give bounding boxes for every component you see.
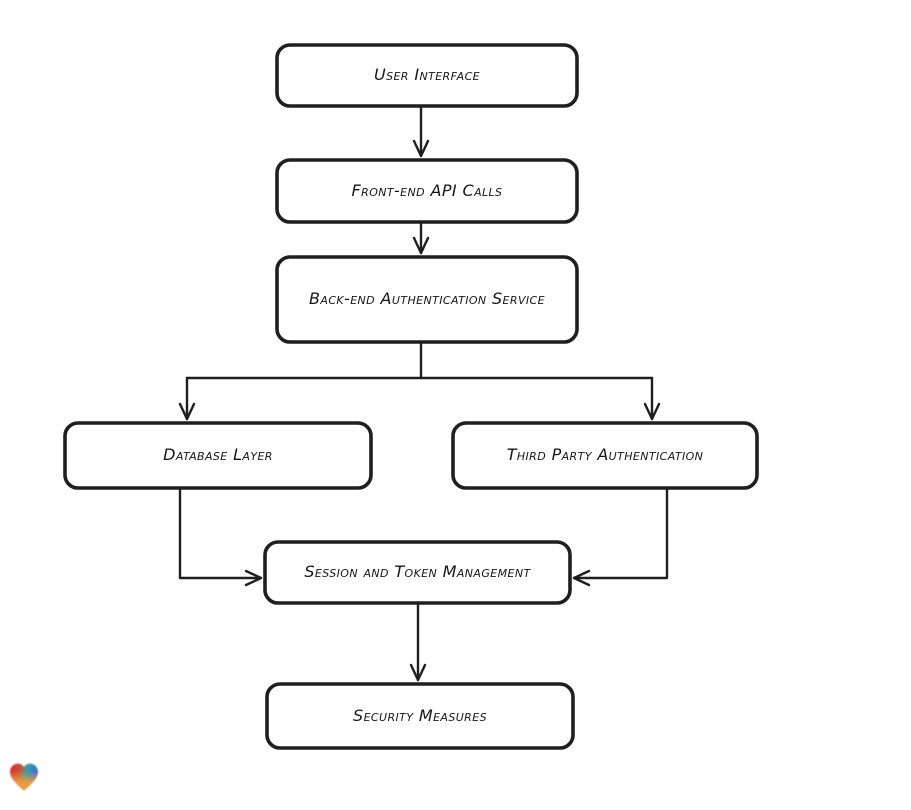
node-box-front-end-api-calls	[275, 158, 579, 224]
node-box-database-layer	[63, 421, 373, 490]
node-box-session-and-token-management	[263, 540, 572, 605]
edge-branch-trunk	[185, 341, 654, 380]
node-box-user-interface	[275, 43, 579, 108]
node-box-third-party-authentication	[451, 421, 759, 490]
heart-icon	[10, 763, 38, 791]
node-box-security-measures	[265, 682, 575, 750]
node-box-back-end-authentication-service	[275, 255, 579, 344]
edge-database-layer-to-session-and-token-management	[178, 487, 263, 587]
edge-third-party-authentication-to-session-and-token-management	[572, 487, 669, 587]
